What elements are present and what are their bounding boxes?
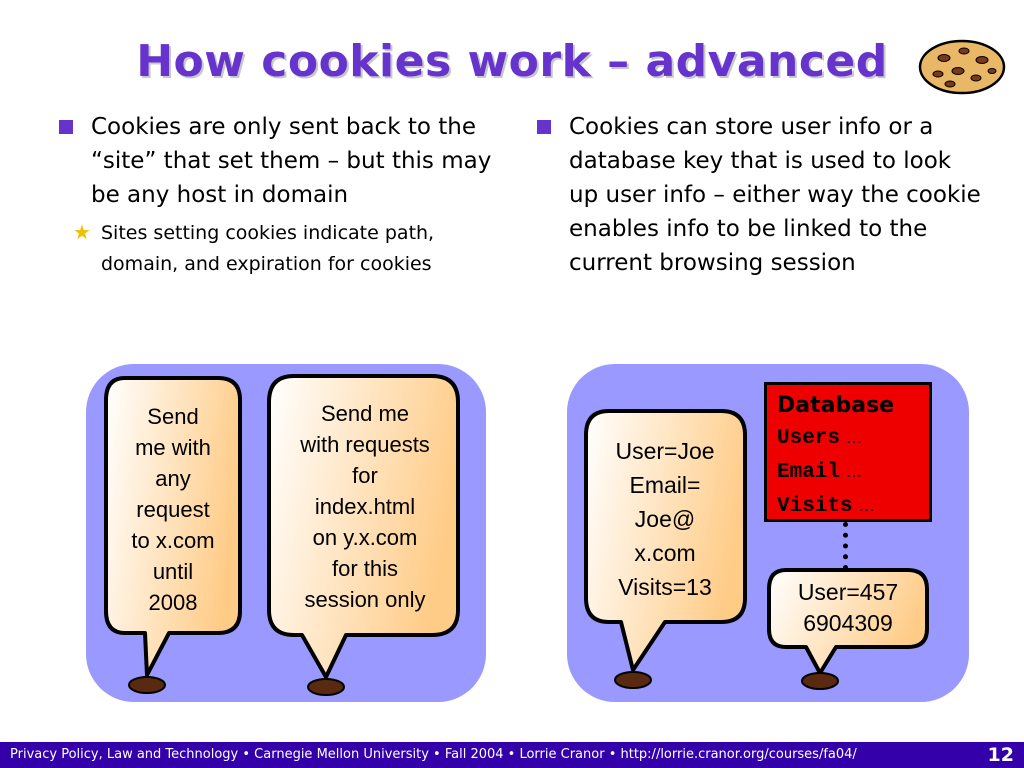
database-row-users: Users … <box>777 421 919 455</box>
cookie-icon <box>918 39 1006 95</box>
database-row-email: Email … <box>777 455 919 489</box>
bubble-1-line: until <box>152 559 194 584</box>
right-bullet-column: Cookies can store user info or a databas… <box>533 110 983 280</box>
page-number: 12 <box>987 744 1014 766</box>
cookie-bubble-3 <box>584 409 747 689</box>
bubble-3-line: Visits=13 <box>618 574 712 600</box>
database-row-visits: Visits … <box>777 489 919 523</box>
left-sub-bullet: ★ Sites setting cookies indicate path, d… <box>55 218 491 280</box>
bubble-4-line: 6904309 <box>803 610 893 636</box>
database-ellipsis: … <box>858 496 875 515</box>
bubble-2-line: for <box>352 463 378 488</box>
right-bullet: Cookies can store user info or a databas… <box>533 110 983 280</box>
bubble-1-line: Send <box>147 404 199 429</box>
bubble-1-line: 2008 <box>148 590 198 615</box>
database-field: Visits <box>777 495 853 518</box>
left-bullet-text: Cookies are only sent back to the “site”… <box>91 114 492 208</box>
square-bullet-icon <box>59 120 73 134</box>
database-box: Database Users … Email … Visits … <box>764 382 932 522</box>
bubble-2-line: with requests <box>300 432 430 457</box>
star-bullet-icon: ★ <box>73 220 91 244</box>
bubble-3-line: User=Joe <box>615 438 715 464</box>
left-bullet-column: Cookies are only sent back to the “site”… <box>55 110 505 280</box>
database-field: Email <box>777 461 841 484</box>
bubble-2-line: on y.x.com <box>312 525 418 550</box>
bubble-1-text: Send me with any request to x.com until … <box>108 401 238 618</box>
database-field: Users <box>777 427 841 450</box>
left-sub-bullet-text: Sites setting cookies indicate path, dom… <box>101 222 435 275</box>
right-bullet-text: Cookies can store user info or a databas… <box>569 114 981 276</box>
bubble-3-line: Email= <box>629 472 701 498</box>
cookie-bubble-4 <box>767 568 929 690</box>
bubble-4-text: User=457 6904309 <box>772 577 924 639</box>
bubble-3-line: x.com <box>634 540 696 566</box>
bubble-1-line: any <box>155 466 191 491</box>
bubble-2-line: index.html <box>314 494 416 519</box>
cookie-bubble-1 <box>104 376 242 694</box>
slide-title: How cookies work – advanced <box>136 36 888 87</box>
bubble-3-line: Joe@ <box>634 506 696 532</box>
bubble-2-line: for this <box>331 556 399 581</box>
database-ellipsis: … <box>846 462 863 481</box>
square-bullet-icon <box>537 120 551 134</box>
cookie-bubble-2 <box>267 374 460 696</box>
bubble-2-line: Send me <box>320 401 410 426</box>
database-ellipsis: … <box>846 428 863 447</box>
bubble-1-line: to x.com <box>131 528 215 553</box>
footer-bar: Privacy Policy, Law and Technology • Car… <box>0 742 1024 768</box>
footer-text: Privacy Policy, Law and Technology • Car… <box>10 747 857 762</box>
bubble-1-line: me with <box>135 435 211 460</box>
bubble-1-line: request <box>136 497 210 522</box>
database-connector-line <box>843 522 848 570</box>
bubble-3-text: User=Joe Email= Joe@ x.com Visits=13 <box>589 434 741 604</box>
bubble-2-line: session only <box>304 587 426 612</box>
left-bullet: Cookies are only sent back to the “site”… <box>55 110 505 212</box>
bubble-4-line: User=457 <box>797 579 899 605</box>
bubble-2-text: Send me with requests for index.html on … <box>272 398 458 615</box>
database-title: Database <box>777 393 895 418</box>
